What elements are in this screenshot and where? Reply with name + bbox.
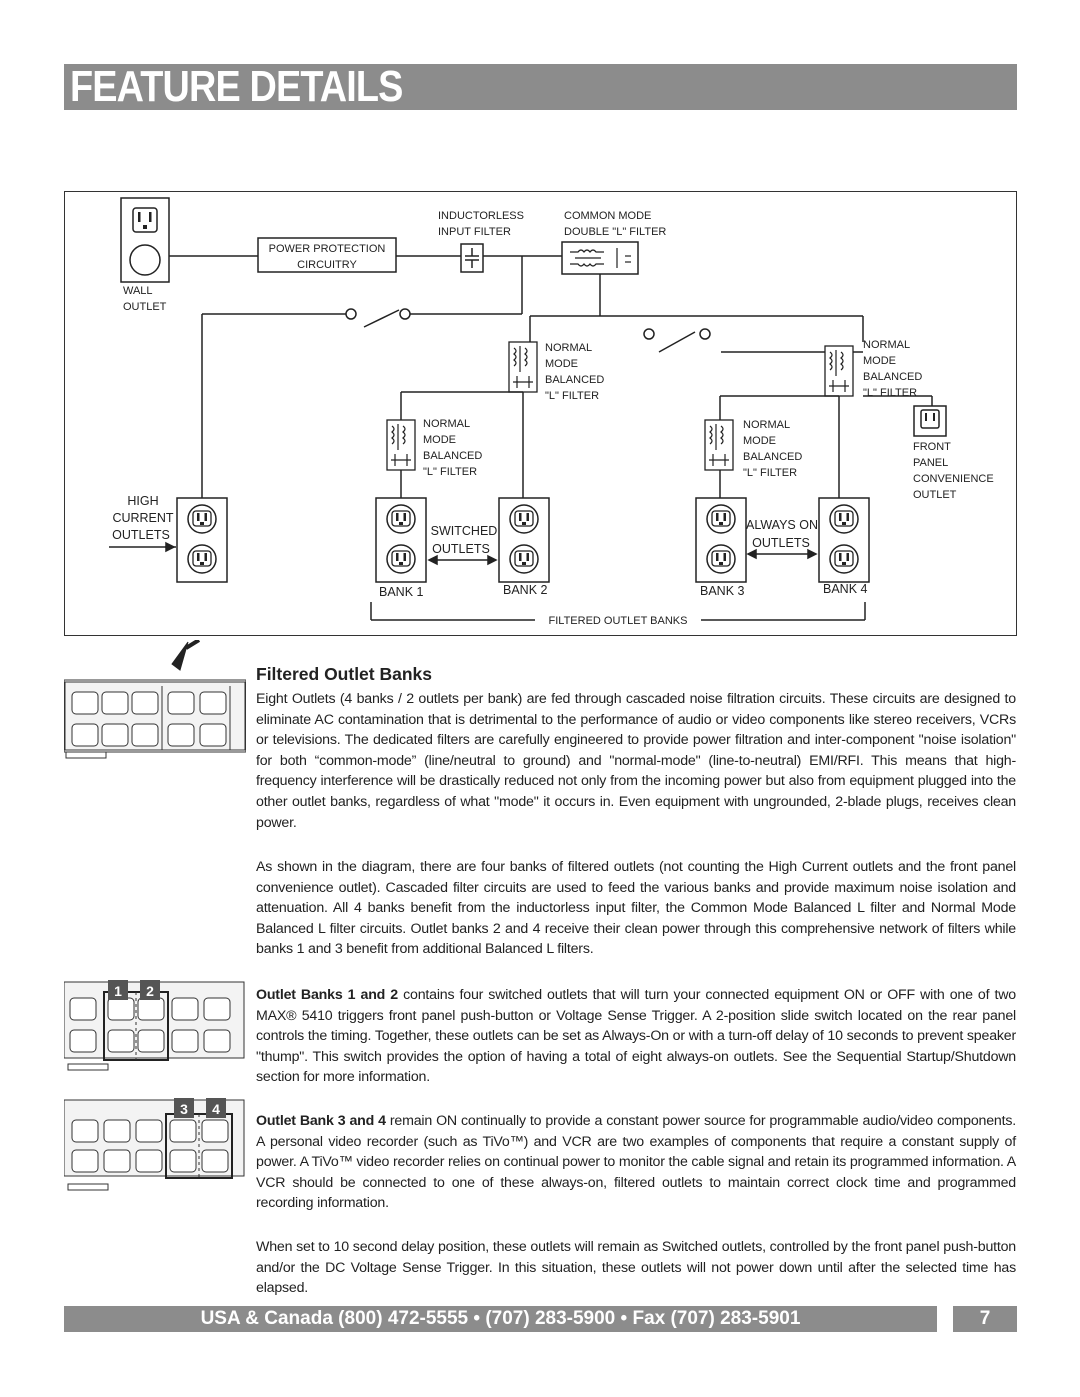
paragraph-4: Outlet Bank 3 and 4 remain ON continuall… — [256, 1113, 1016, 1212]
bank-3-badge: 3 — [180, 1101, 188, 1117]
banks-3-4-thumbnail: 3 4 — [63, 1096, 246, 1198]
page-number: 7 — [953, 1306, 1017, 1332]
paragraph-4-lead: Outlet Bank 3 and 4 — [256, 1113, 386, 1129]
filter-wiring-diagram: WALL OUTLET POWER PROTECTION CIRCUITRY I… — [64, 191, 1017, 636]
svg-text:OUTLET: OUTLET — [913, 489, 957, 501]
svg-text:CONVENIENCE: CONVENIENCE — [913, 473, 994, 485]
svg-text:DOUBLE "L" FILTER: DOUBLE "L" FILTER — [564, 226, 666, 238]
section-heading: Filtered Outlet Banks — [256, 664, 433, 684]
svg-text:"L" FILTER: "L" FILTER — [545, 390, 599, 402]
bank-2-badge: 2 — [146, 983, 154, 999]
page-title: FEATURE DETAILS — [70, 62, 403, 111]
svg-text:NORMAL: NORMAL — [423, 418, 470, 430]
inductorless-filter-label: INDUCTORLESS — [438, 210, 524, 222]
svg-text:BALANCED: BALANCED — [743, 451, 802, 463]
bank-4-badge: 4 — [212, 1101, 220, 1117]
svg-text:OUTLET: OUTLET — [123, 301, 167, 313]
wall-outlet-label: WALL — [123, 285, 153, 297]
high-current-label: HIGH — [127, 494, 158, 508]
svg-text:MODE: MODE — [863, 355, 896, 367]
bank-2-label: BANK 2 — [503, 583, 548, 597]
svg-text:OUTLETS: OUTLETS — [112, 528, 170, 542]
svg-text:BALANCED: BALANCED — [423, 450, 482, 462]
svg-text:NORMAL: NORMAL — [743, 419, 790, 431]
svg-text:"L" FILTER: "L" FILTER — [423, 466, 477, 478]
header-bar — [64, 64, 1017, 110]
rear-panel-thumbnail — [63, 638, 247, 766]
footer-contact: USA & Canada (800) 472-5555 • (707) 283-… — [200, 1308, 801, 1329]
bank-1-label: BANK 1 — [379, 585, 424, 599]
always-on-outlets-label: ALWAYS ON — [746, 518, 818, 532]
svg-text:MODE: MODE — [545, 358, 578, 370]
bank-3-label: BANK 3 — [700, 584, 745, 598]
svg-text:MODE: MODE — [423, 434, 456, 446]
svg-text:NORMAL: NORMAL — [863, 339, 910, 351]
filtered-outlet-banks-label: FILTERED OUTLET BANKS — [549, 615, 688, 627]
front-panel-outlet-label: FRONT — [913, 441, 951, 453]
paragraph-1: Eight Outlets (4 banks / 2 outlets per b… — [256, 691, 1016, 831]
paragraph-2: As shown in the diagram, there are four … — [256, 859, 1016, 958]
banks-1-2-thumbnail: 1 2 — [63, 972, 246, 1080]
paragraph-3-lead: Outlet Banks 1 and 2 — [256, 987, 398, 1003]
svg-text:"L" FILTER: "L" FILTER — [743, 467, 797, 479]
svg-text:"L" FILTER: "L" FILTER — [863, 387, 917, 399]
svg-text:CIRCUITRY: CIRCUITRY — [297, 259, 357, 271]
bank-4-label: BANK 4 — [823, 582, 868, 596]
paragraph-5: When set to 10 second delay position, th… — [256, 1239, 1016, 1297]
bank-1-badge: 1 — [114, 983, 122, 999]
svg-text:INPUT FILTER: INPUT FILTER — [438, 226, 511, 238]
footer-bar — [64, 1306, 937, 1332]
common-mode-filter-label: COMMON MODE — [564, 210, 651, 222]
svg-text:OUTLETS: OUTLETS — [432, 542, 490, 556]
svg-text:OUTLETS: OUTLETS — [752, 536, 810, 550]
normal-mode-filter-label: NORMAL — [545, 342, 592, 354]
paragraph-3: Outlet Banks 1 and 2 contains four switc… — [256, 987, 1016, 1086]
power-protection-label: POWER PROTECTION — [269, 243, 386, 255]
switched-outlets-label: SWITCHED — [431, 524, 498, 538]
svg-text:PANEL: PANEL — [913, 457, 948, 469]
svg-text:BALANCED: BALANCED — [863, 371, 922, 383]
svg-text:BALANCED: BALANCED — [545, 374, 604, 386]
svg-text:CURRENT: CURRENT — [112, 511, 173, 525]
svg-text:MODE: MODE — [743, 435, 776, 447]
